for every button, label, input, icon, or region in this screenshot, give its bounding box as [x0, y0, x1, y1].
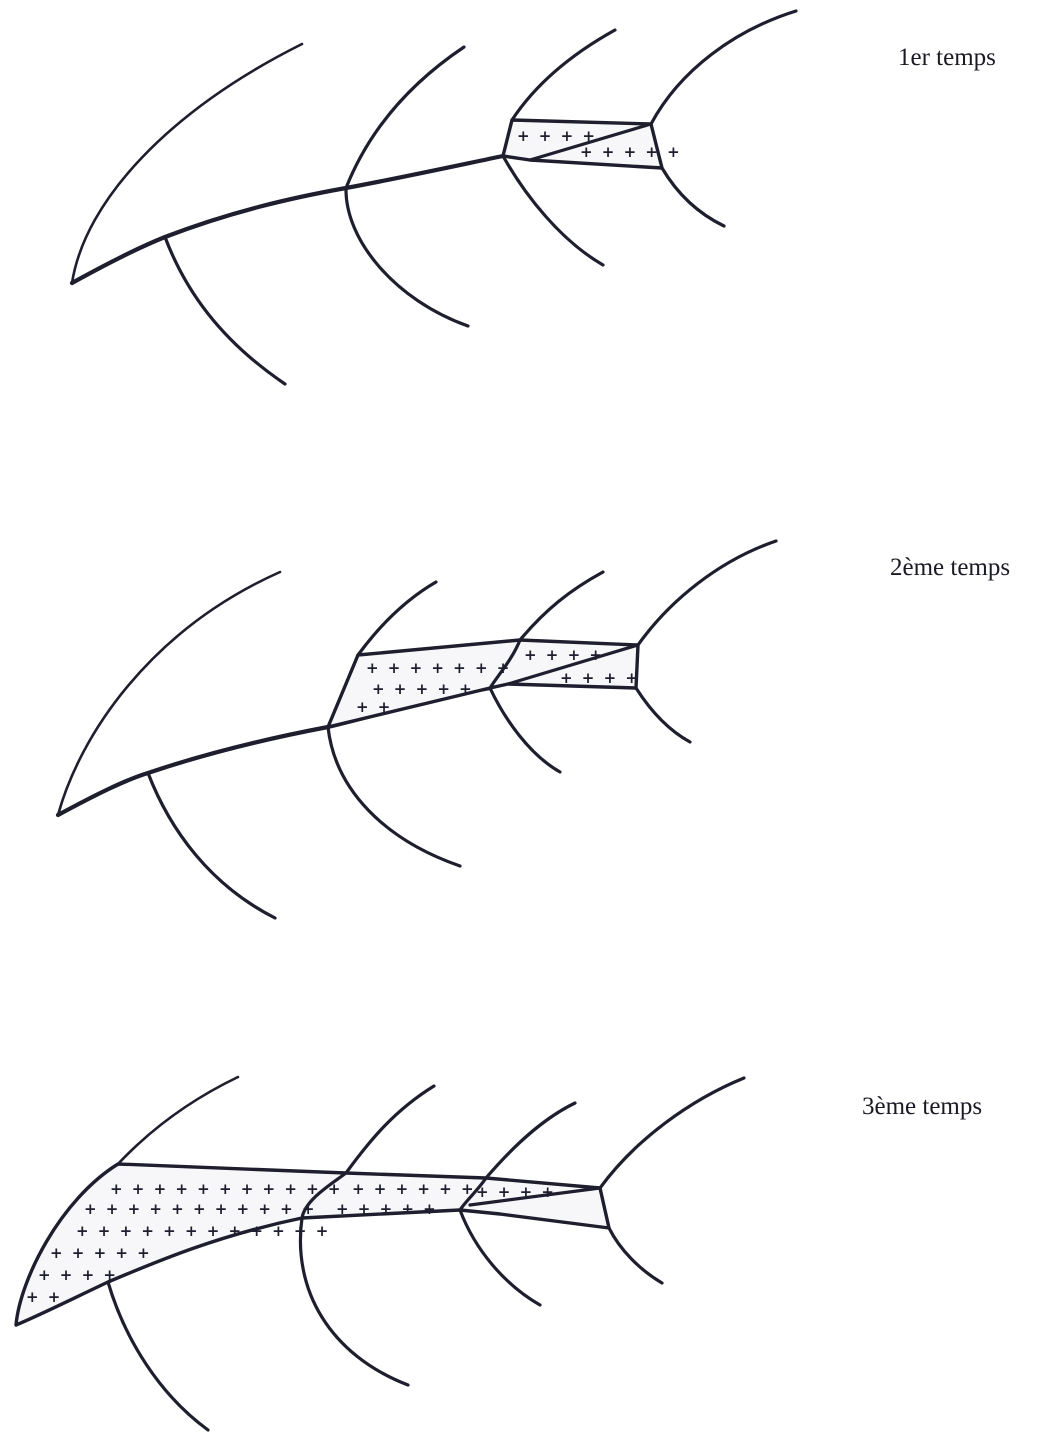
lower-branch-line [636, 688, 690, 742]
main-trunk-line [58, 688, 490, 815]
stage-2-network: + + + + + + + + + + + + + + + + + + + + … [58, 541, 776, 918]
lower-branch-line [503, 156, 603, 265]
plus-sign-pattern: + + + + + + + + + + + + [76, 1222, 330, 1240]
plus-sign-pattern: + + + + [560, 669, 640, 687]
upper-branch-line [651, 11, 796, 124]
upper-branch-line [600, 1078, 744, 1188]
plus-sign-pattern: + + + + + [336, 1200, 438, 1218]
plus-sign-pattern: + + + + [38, 1266, 118, 1284]
upper-branch-line [638, 541, 776, 645]
upper-branch-line [72, 44, 302, 283]
lower-branch-line [609, 1228, 662, 1283]
plus-sign-pattern: + + [26, 1288, 62, 1306]
upper-branch-line [520, 572, 603, 640]
plus-sign-pattern: + + + + + + [352, 1180, 476, 1198]
lower-branch-line [148, 773, 275, 918]
plus-sign-pattern: + + + + + + + + + + + [84, 1200, 316, 1218]
plus-sign-pattern: + + [356, 698, 392, 716]
plus-sign-pattern: + + + + [524, 646, 604, 664]
plus-sign-pattern: + + + + + + + + + + + [110, 1180, 342, 1198]
lower-branch-line [300, 1218, 408, 1385]
stage-1-network: + + + + + + + + + [72, 11, 796, 384]
lower-branch-line [460, 1210, 540, 1305]
lower-branch-line [490, 688, 560, 772]
lower-branch-line [662, 168, 724, 226]
upper-branch-line [118, 1077, 238, 1164]
upper-branch-line [486, 1103, 575, 1178]
plus-sign-pattern: + + + + + + + [366, 659, 511, 677]
upper-branch-line [358, 582, 436, 655]
stage-3-network: + + + + + + + + + + + + + + + + + + + + … [16, 1077, 744, 1430]
upper-branch-line [58, 572, 280, 815]
plus-sign-pattern: + + + + [476, 1183, 556, 1201]
upper-branch-line [512, 30, 615, 120]
main-trunk-line [72, 156, 503, 283]
lower-branch-line [108, 1282, 208, 1430]
plus-sign-pattern: + + + + + [372, 680, 474, 698]
plus-sign-pattern: + + + + + [580, 143, 682, 161]
lower-branch-line [346, 188, 468, 326]
upper-branch-line [346, 1086, 434, 1173]
lower-branch-line [165, 237, 285, 384]
lower-branch-line [328, 727, 460, 866]
plus-sign-pattern: + + + + + [50, 1244, 152, 1262]
